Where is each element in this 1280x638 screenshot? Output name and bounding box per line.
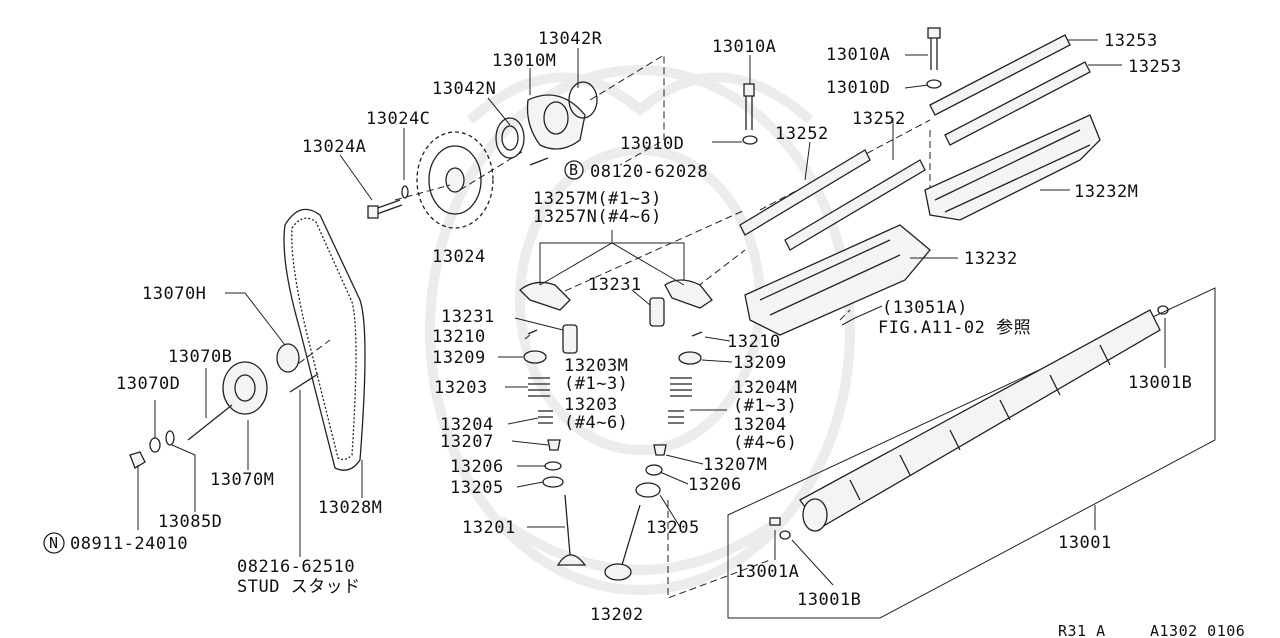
- seal-and-housing: [495, 81, 598, 159]
- label-08120-62028: 08120-62028: [590, 162, 708, 182]
- footer-code-right: A1302 0106: [1150, 622, 1245, 638]
- nut-callout-letter: N: [49, 534, 59, 552]
- label-13210-left: 13210: [432, 327, 486, 347]
- label-13085D: 13085D: [158, 512, 222, 532]
- label-13257N: 13257N(#4~6): [533, 207, 662, 227]
- label-13207M: 13207M: [703, 455, 767, 475]
- label-13202: 13202: [590, 605, 644, 625]
- label-13231-right: 13231: [588, 275, 642, 295]
- label-08216-62510: 08216-62510: [237, 557, 355, 577]
- label-13010A-left: 13010A: [712, 37, 776, 57]
- label-13024: 13024: [432, 247, 486, 267]
- label-13042N: 13042N: [432, 79, 496, 99]
- label-13204-right: 13204: [733, 415, 787, 435]
- label-13203M-cyl: (#1~3): [564, 374, 628, 394]
- label-13201: 13201: [462, 518, 516, 538]
- rocker-shaft-bolts: [742, 27, 942, 145]
- label-13010D-left: 13010D: [620, 134, 684, 154]
- label-13001B-right: 13001B: [1128, 373, 1192, 393]
- timing-belt: [283, 208, 366, 471]
- label-13209-right: 13209: [733, 353, 787, 373]
- bolt-b: [529, 157, 584, 180]
- label-13010D-right: 13010D: [826, 78, 890, 98]
- rocker-shafts: [739, 34, 1091, 251]
- label-13028M: 13028M: [318, 498, 382, 518]
- label-13210-right: 13210: [727, 332, 781, 352]
- label-13024A: 13024A: [302, 137, 366, 157]
- label-08911-24010: 08911-24010: [70, 534, 188, 554]
- label-13205-right: 13205: [646, 518, 700, 538]
- assembly-lines: [289, 54, 931, 599]
- camshaft: [727, 287, 1216, 619]
- label-13253-lower: 13253: [1128, 57, 1182, 77]
- label-13204M: 13204M: [733, 378, 797, 398]
- label-13206-right: 13206: [688, 475, 742, 495]
- label-13010M: 13010M: [492, 51, 556, 71]
- label-13203M: 13203M: [564, 356, 628, 376]
- label-13001B-bottom: 13001B: [797, 590, 861, 610]
- label-13204-right-cyl: (#4~6): [733, 433, 797, 453]
- label-13203-cyl: (#4~6): [564, 413, 628, 433]
- label-13252-left: 13252: [775, 124, 829, 144]
- rocker-arm-assemblies: [744, 114, 1101, 336]
- cam-sprocket: [416, 131, 494, 229]
- sprocket-bolt: [367, 185, 409, 219]
- label-13070H: 13070H: [142, 284, 206, 304]
- valve-train-right: [604, 331, 703, 581]
- label-13042R: 13042R: [538, 29, 603, 49]
- label-13204-left: 13204: [440, 415, 494, 435]
- bolt-callout-letter: B: [569, 161, 579, 179]
- label-13231-left: 13231: [441, 307, 495, 327]
- label-13001: 13001: [1058, 533, 1112, 553]
- label-13252-right: 13252: [852, 109, 906, 129]
- label-13204M-cyl: (#1~3): [733, 396, 797, 416]
- label-13024C: 13024C: [366, 109, 430, 129]
- label-13209-left: 13209: [432, 348, 486, 368]
- label-fig-a11-02: FIG.A11-02 参照: [878, 318, 1031, 338]
- label-13203-mid: 13203: [564, 395, 618, 415]
- label-13010A-right: 13010A: [826, 45, 890, 65]
- label-13207: 13207: [440, 432, 494, 452]
- rocker-arms: [519, 230, 713, 311]
- footer-code-left: R31 A: [1058, 622, 1106, 638]
- label-13206-left: 13206: [450, 457, 504, 477]
- label-13001A: 13001A: [735, 562, 799, 582]
- label-13205-left: 13205: [450, 478, 504, 498]
- label-13253-upper: 13253: [1104, 31, 1158, 51]
- label-13232: 13232: [964, 249, 1018, 269]
- lash-adjusters: [562, 297, 665, 354]
- valve-train-left: [523, 329, 587, 566]
- label-13070M: 13070M: [210, 470, 274, 490]
- label-13257M: 13257M(#1~3): [533, 189, 662, 209]
- label-13051A: (13051A): [882, 298, 968, 318]
- label-13070B: 13070B: [168, 347, 232, 367]
- leader-lines: [137, 39, 1166, 586]
- tensioner-parts: [129, 343, 319, 469]
- nut-callout-circle: [43, 532, 65, 554]
- label-13232M: 13232M: [1074, 182, 1138, 202]
- label-13070D: 13070D: [116, 374, 180, 394]
- label-stud: STUD スタッド: [237, 577, 361, 597]
- part-labels: 13042R 13010M 13042N 13024C 13024A 13024…: [49, 29, 1245, 638]
- label-13203-left: 13203: [434, 378, 488, 398]
